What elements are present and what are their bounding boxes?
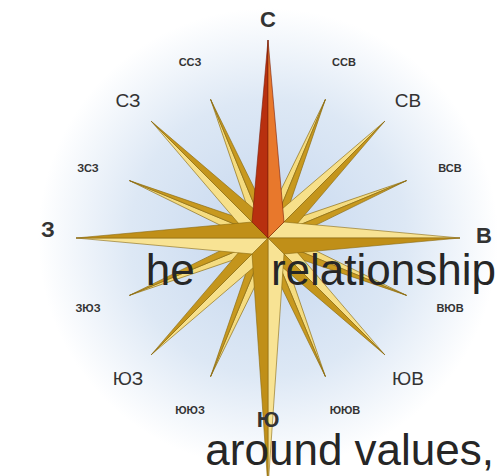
direction-label: ВСВ bbox=[438, 163, 461, 174]
direction-label: ССВ bbox=[332, 57, 356, 68]
direction-label: СЗ bbox=[116, 91, 141, 110]
direction-label: ЮЮВ bbox=[330, 405, 361, 416]
direction-label: ССЗ bbox=[179, 57, 202, 68]
direction-label: СВ bbox=[395, 91, 421, 110]
direction-label: ЮВ bbox=[392, 369, 424, 388]
direction-label: ЗЮЗ bbox=[75, 303, 100, 314]
direction-label: ЮЮЗ bbox=[175, 405, 205, 416]
direction-label: З bbox=[41, 219, 55, 241]
slide-text: he relationship bbox=[146, 248, 496, 292]
direction-label: ЗСЗ bbox=[77, 163, 98, 174]
direction-label: ВЮВ bbox=[436, 303, 463, 314]
direction-label: С bbox=[260, 9, 276, 31]
direction-label: В bbox=[476, 225, 492, 247]
slide-text: around values, bbox=[205, 428, 494, 472]
direction-label: ЮЗ bbox=[113, 369, 144, 388]
